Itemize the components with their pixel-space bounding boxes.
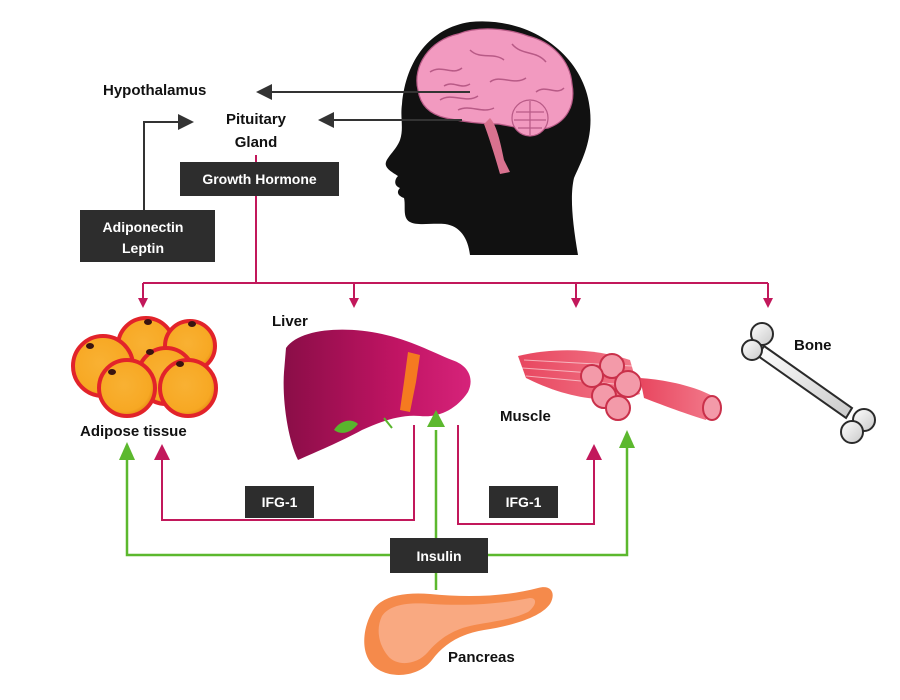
- feedback-arrow: [143, 114, 194, 210]
- ifg-right-arrowhead: [586, 444, 602, 460]
- pancreas-label: Pancreas: [448, 649, 515, 666]
- gland-label: Gland: [235, 134, 278, 151]
- hypothalamus-label: Hypothalamus: [103, 82, 206, 99]
- insulin-arrowheads: [119, 410, 635, 460]
- bone-icon: [741, 322, 876, 444]
- brain-to-hypothalamus-arrow: [256, 84, 470, 100]
- liver-icon: [283, 329, 471, 460]
- ifg-left-arrowhead: [154, 444, 170, 460]
- insulin-label: Insulin: [416, 548, 461, 564]
- muscle-icon: [518, 350, 722, 421]
- brain-to-pituitary-arrow: [318, 112, 462, 128]
- ifg-right-label: IFG-1: [506, 494, 542, 510]
- ifg-right-box: IFG-1: [489, 486, 558, 518]
- brain-icon: [416, 28, 574, 174]
- muscle-label: Muscle: [500, 408, 551, 425]
- ifg-right-pathway: [457, 425, 595, 525]
- fat-cells-icon: [71, 316, 218, 418]
- growth-hormone-label: Growth Hormone: [202, 171, 317, 187]
- growth-hormone-lines: [142, 155, 769, 300]
- pancreas-icon: [364, 587, 553, 675]
- adipose-label: Adipose tissue: [80, 423, 187, 440]
- ifg-left-label: IFG-1: [262, 494, 298, 510]
- pituitary-label: Pituitary: [226, 111, 287, 128]
- leptin-label: Leptin: [122, 240, 164, 256]
- ifg-left-pathway: [161, 425, 415, 521]
- adiponectin-label: Adiponectin: [103, 219, 184, 235]
- bone-label: Bone: [794, 337, 832, 354]
- growth-hormone-box: Growth Hormone: [180, 162, 339, 196]
- ifg-left-box: IFG-1: [245, 486, 314, 518]
- insulin-box: Insulin: [390, 538, 488, 573]
- growth-hormone-arrowheads: [138, 298, 773, 308]
- liver-label: Liver: [272, 313, 308, 330]
- adiponectin-leptin-box: Adiponectin Leptin: [80, 210, 215, 262]
